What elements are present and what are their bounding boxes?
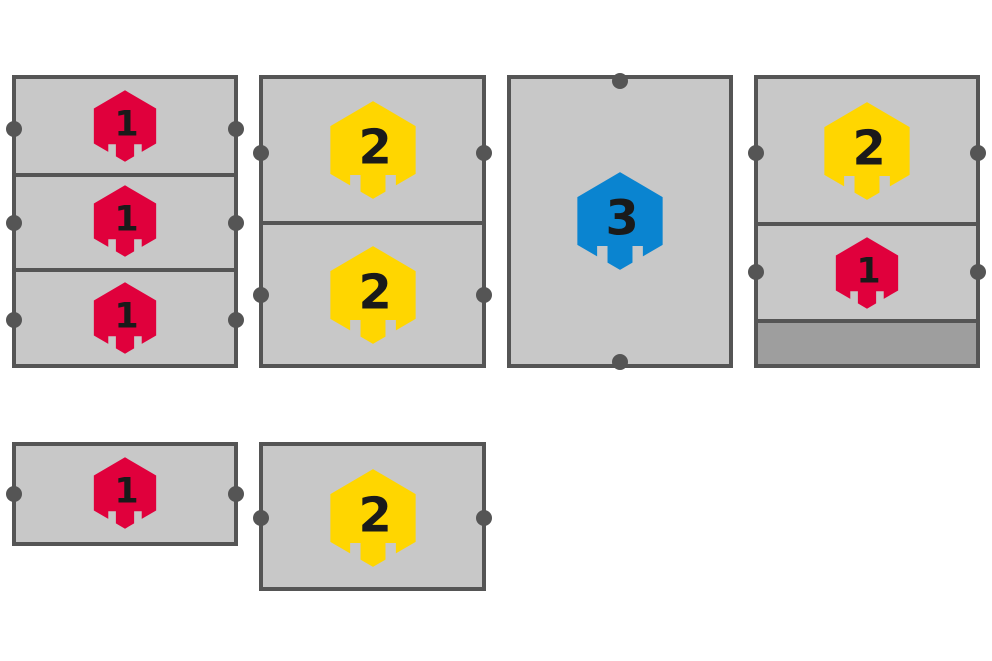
badge-2-2: 2 (321, 243, 425, 347)
hexagon-shape (329, 101, 416, 199)
connector-notch (6, 486, 22, 502)
slot-1-2: 1 (16, 173, 234, 268)
hexagon-shape (93, 457, 157, 529)
badge-1-3: 1 (87, 280, 163, 356)
slot-4-2: 1 (758, 222, 976, 319)
badge-4-2: 1 (829, 235, 905, 311)
box-1: 1 1 1 (6, 75, 244, 368)
badge-number: 1 (114, 104, 138, 144)
connector-notch (612, 73, 628, 89)
empty-slot (758, 319, 976, 364)
hexagon-badge-icon: 2 (329, 101, 416, 199)
badge-number: 3 (605, 191, 638, 246)
badge-1-1: 1 (87, 88, 163, 164)
connector-notch (228, 312, 244, 328)
connector-notch (612, 354, 628, 370)
hexagon-badge-icon: 2 (329, 469, 416, 567)
hexagon-badge-icon: 1 (93, 457, 157, 529)
hexagon-shape (93, 90, 157, 162)
hexagon-shape (577, 172, 663, 270)
slot-2-1: 2 (263, 79, 482, 221)
connector-notch (476, 287, 492, 303)
badge-3-1: 3 (568, 169, 672, 273)
hexagon-shape (329, 469, 416, 567)
connector-notch (6, 121, 22, 137)
badge-1-2: 1 (87, 183, 163, 259)
badge-6-1: 2 (321, 466, 425, 570)
badge-number: 1 (114, 296, 138, 336)
hexagon-badge-icon: 1 (93, 185, 157, 257)
connector-notch (476, 145, 492, 161)
badge-number: 2 (358, 265, 391, 320)
hexagon-badge-icon: 1 (93, 90, 157, 162)
connector-notch (253, 145, 269, 161)
slot-2-2: 2 (263, 221, 482, 364)
connector-notch (228, 121, 244, 137)
hexagon-badge-icon: 2 (824, 102, 910, 200)
connector-notch (748, 264, 764, 280)
slot-1-1: 1 (16, 79, 234, 173)
connector-notch (6, 215, 22, 231)
box-2: 2 2 (253, 75, 492, 368)
box-5: 1 (6, 442, 244, 546)
hexagon-badge-icon: 1 (835, 237, 899, 309)
connector-notch (228, 486, 244, 502)
hexagon-badge-icon: 1 (93, 282, 157, 354)
badge-5-1: 1 (87, 455, 163, 531)
box-3: 3 (507, 73, 733, 370)
slot-6-1: 2 (263, 446, 482, 587)
connector-notch (253, 510, 269, 526)
slot-5-1: 1 (16, 446, 234, 542)
connector-notch (253, 287, 269, 303)
badge-number: 1 (114, 199, 138, 239)
connector-notch (228, 215, 244, 231)
badge-number: 1 (856, 251, 880, 291)
hexagon-shape (329, 246, 416, 344)
hexagon-badge-icon: 2 (329, 246, 416, 344)
box-4: 2 1 (748, 75, 986, 368)
hexagon-shape (824, 102, 910, 200)
connector-notch (6, 312, 22, 328)
badge-2-1: 2 (321, 98, 425, 202)
badge-number: 2 (852, 121, 885, 176)
badge-number: 2 (358, 488, 391, 543)
slot-3-1: 3 (511, 79, 729, 364)
connector-notch (970, 145, 986, 161)
hexagon-shape (835, 237, 899, 309)
connector-notch (476, 510, 492, 526)
badge-number: 2 (358, 120, 391, 175)
connector-notch (748, 145, 764, 161)
slot-1-3: 1 (16, 268, 234, 364)
hexagon-shape (93, 185, 157, 257)
hexagon-badge-icon: 3 (577, 172, 663, 270)
box-6: 2 (253, 442, 492, 591)
slot-4-1: 2 (758, 79, 976, 222)
badge-4-1: 2 (815, 99, 919, 203)
hexagon-shape (93, 282, 157, 354)
connector-notch (970, 264, 986, 280)
badge-number: 1 (114, 471, 138, 511)
